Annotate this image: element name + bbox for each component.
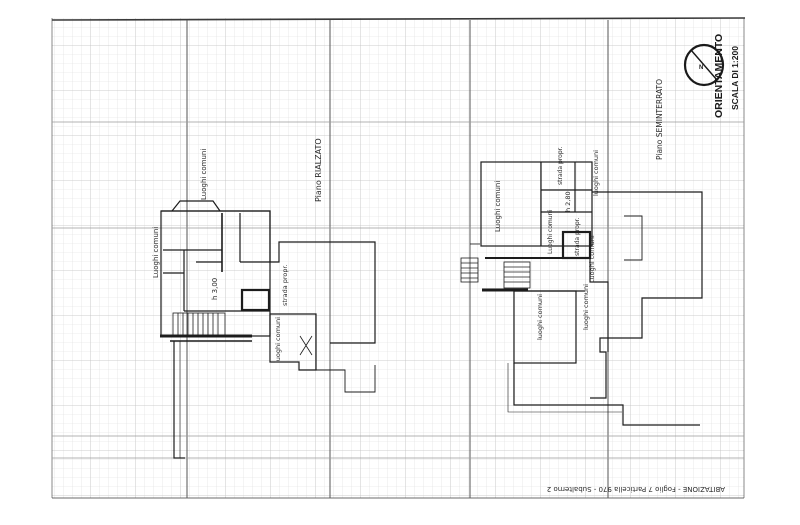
level-label: Piano RIALZATO <box>314 138 323 202</box>
room-label: Luoghi comuni <box>152 227 160 278</box>
left-stair <box>172 312 226 336</box>
orientation-label: ORIENTAMENTO <box>713 34 725 118</box>
room-label: Luoghi comuni <box>588 235 596 283</box>
footer-caption: ABITAZIONE - Foglio 7 Particella 970 - S… <box>547 485 725 493</box>
room-label: luoghi comuni <box>592 150 600 196</box>
room-label: strada propr. <box>557 146 564 185</box>
scale-label: SCALA DI 1:200 <box>730 46 740 110</box>
level-label: Piano SEMINTERRATO <box>655 79 664 160</box>
left-plan-labels: Luoghi comuni Luoghi comuni h 3,00 strad… <box>152 138 323 363</box>
room-label: Luoghi comuni <box>494 181 502 232</box>
height-label: h 3,00 <box>211 278 219 300</box>
grid-paper <box>52 18 744 498</box>
room-label: Luoghi comuni <box>547 210 554 254</box>
sheet-vertical-dividers <box>186 20 609 498</box>
right-plan-labels: Luoghi comuni strada propr. h 2,80 luogh… <box>494 79 664 340</box>
sheet-horizontal-dividers <box>52 121 744 459</box>
height-label: h 2,80 <box>564 191 572 212</box>
north-letter: N <box>699 65 703 71</box>
room-label: luoghi comuni <box>582 284 590 330</box>
right-floor-plan <box>460 161 703 426</box>
room-label: strada propr. <box>574 217 581 256</box>
left-floor-plan <box>160 200 376 459</box>
right-stair <box>460 257 531 289</box>
room-label: Luoghi comuni <box>200 149 208 200</box>
sheet-frame <box>51 17 746 499</box>
room-label: strada propr. <box>281 264 289 306</box>
orientation-emblem: N <box>683 43 725 87</box>
room-label: luoghi comuni <box>274 317 282 363</box>
room-label: luoghi comuni <box>536 294 544 340</box>
